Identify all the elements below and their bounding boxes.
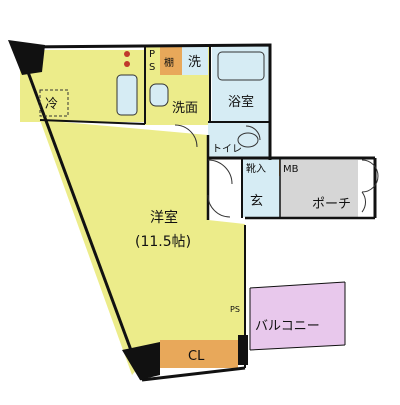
ps-top-label-2: S xyxy=(149,62,155,73)
western-room-size-label: (11.5帖) xyxy=(135,234,191,250)
ps-balcony-label: PS xyxy=(230,305,240,314)
shelf-label: 棚 xyxy=(164,56,174,69)
washer-area xyxy=(182,47,208,75)
shelf-area xyxy=(160,47,182,75)
toilet-icon xyxy=(237,132,259,148)
doors xyxy=(174,124,379,218)
toilet-label: トイレ xyxy=(212,144,242,155)
closet-label: CL xyxy=(188,349,205,364)
washroom-label: 洗面 xyxy=(172,101,198,116)
porch-label: ポーチ xyxy=(312,197,351,212)
sink-icon xyxy=(149,83,169,107)
wall-block-bottom xyxy=(122,342,160,380)
washbasin-icon xyxy=(116,74,138,116)
western-room-area xyxy=(40,120,245,375)
shoe-storage-area xyxy=(242,158,282,176)
wall-block-right xyxy=(238,335,248,365)
bathroom-label: 浴室 xyxy=(228,94,254,110)
entrance-area xyxy=(242,175,280,217)
balcony-label: バルコニー xyxy=(255,319,320,334)
balcony-area xyxy=(250,282,345,350)
washbasin-knob-2 xyxy=(124,61,130,67)
bathtub-icon xyxy=(217,51,265,81)
wall-block-top-left xyxy=(8,40,45,75)
washer-label: 洗 xyxy=(188,55,201,70)
porch-area xyxy=(280,160,358,218)
entrance-label: 玄 xyxy=(250,194,263,209)
ps-top-label: P xyxy=(149,49,155,60)
meter-box-label: MB xyxy=(283,164,299,175)
closet-area xyxy=(160,340,238,368)
refrigerator-space xyxy=(39,89,69,117)
refrigerator-label: 冷 xyxy=(45,97,58,112)
western-room-label: 洋室 xyxy=(150,209,178,226)
washbasin-knob-1 xyxy=(124,51,130,57)
shoe-storage-label: 靴入 xyxy=(246,162,266,175)
